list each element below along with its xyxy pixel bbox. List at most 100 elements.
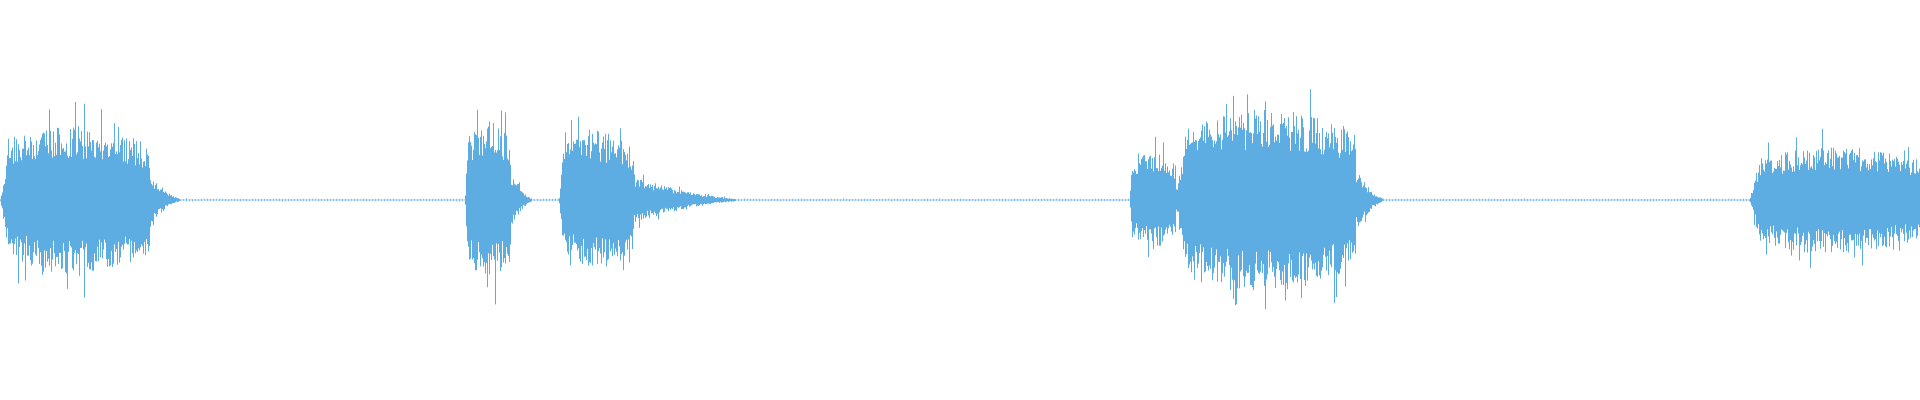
waveform-sample [1138, 153, 1139, 240]
waveform-sample [589, 129, 590, 263]
waveform-sample [1867, 163, 1868, 239]
waveform-sample [1153, 171, 1154, 249]
waveform-sample [1209, 129, 1210, 266]
waveform-sample [709, 195, 710, 204]
waveform-sample [40, 139, 41, 253]
waveform-sample [658, 186, 659, 220]
waveform-sample [1038, 198, 1039, 202]
waveform-sample [74, 129, 75, 253]
waveform-sample [35, 159, 36, 255]
waveform-sample [1239, 117, 1240, 289]
waveform-sample [82, 146, 83, 241]
waveform-sample [1816, 150, 1817, 231]
waveform-sample [306, 199, 307, 202]
waveform-sample [39, 144, 40, 265]
waveform-sample [110, 149, 111, 266]
waveform-sample [1904, 150, 1905, 242]
waveform-sample [1062, 198, 1063, 202]
waveform-sample [366, 198, 367, 202]
waveform-sample [1228, 135, 1229, 257]
waveform-sample [1335, 136, 1336, 271]
waveform-sample [7, 155, 8, 229]
waveform-sample [1189, 144, 1190, 265]
waveform-sample [23, 148, 24, 256]
waveform-sample [28, 147, 29, 256]
waveform-sample [1725, 199, 1726, 202]
waveform-sample [1233, 95, 1234, 299]
waveform-sample [1327, 138, 1328, 256]
waveform-sample [1257, 133, 1258, 271]
waveform-sample [1779, 159, 1780, 244]
waveform-sample [1320, 149, 1321, 279]
waveform-sample [47, 145, 48, 262]
waveform-sample [870, 198, 871, 202]
waveform-sample [198, 199, 199, 202]
waveform-sample [647, 185, 648, 211]
waveform-sample [710, 196, 711, 205]
waveform-sample [642, 182, 643, 214]
waveform-sample [1792, 171, 1793, 242]
waveform-sample [1098, 198, 1099, 202]
waveform-sample [1295, 144, 1296, 278]
waveform-sample [1044, 198, 1045, 201]
waveform-sample [1671, 199, 1672, 202]
waveform-sample [173, 196, 174, 203]
waveform-sample [1737, 199, 1738, 202]
waveform-sample [87, 131, 88, 267]
waveform-sample [504, 132, 505, 259]
waveform-sample [441, 198, 442, 202]
waveform-sample [1677, 198, 1678, 202]
waveform-sample [1308, 150, 1309, 268]
waveform-sample [336, 198, 337, 202]
waveform-sample [1298, 129, 1299, 275]
waveform-sample [146, 148, 147, 239]
waveform-sample [602, 142, 603, 239]
waveform-sample [1223, 116, 1224, 264]
waveform-sample [469, 136, 470, 260]
waveform-sample [1377, 196, 1378, 205]
waveform-sample [50, 130, 51, 249]
waveform-sample [1860, 171, 1861, 249]
waveform-sample [444, 198, 445, 201]
waveform-sample [573, 141, 574, 235]
waveform-sample [429, 198, 430, 202]
waveform-sample [1339, 157, 1340, 274]
waveform-sample [1840, 169, 1841, 250]
waveform-sample [1348, 137, 1349, 261]
waveform-sample [1188, 128, 1189, 269]
waveform-sample [1133, 172, 1134, 232]
waveform-sample [526, 196, 527, 205]
waveform-sample [1313, 118, 1314, 264]
waveform-sample [180, 199, 181, 201]
waveform-sample [780, 199, 781, 202]
waveform-sample [622, 164, 623, 253]
waveform-sample [584, 140, 585, 257]
waveform-sample [837, 199, 838, 201]
waveform-sample [1059, 198, 1060, 202]
waveform-sample [559, 198, 560, 204]
waveform-sample [1014, 198, 1015, 202]
waveform-sample [1277, 134, 1278, 262]
waveform-sample [969, 198, 970, 202]
waveform-sample [1890, 160, 1891, 237]
waveform-sample [475, 134, 476, 271]
waveform-sample [659, 189, 660, 213]
waveform-sample [90, 141, 91, 270]
waveform-sample [708, 194, 709, 204]
waveform-sample [1731, 198, 1732, 201]
waveform-sample [1763, 169, 1764, 240]
waveform-sample [1323, 154, 1324, 255]
waveform-sample [1210, 134, 1211, 269]
waveform-sample [1506, 198, 1507, 202]
waveform-sample [1289, 137, 1290, 255]
waveform-sample [291, 199, 292, 202]
waveform-sample [42, 133, 43, 275]
waveform-sample [1825, 162, 1826, 253]
waveform-sample [161, 189, 162, 213]
waveform-sample [1352, 149, 1353, 253]
waveform-sample [1431, 199, 1432, 202]
waveform-sample [858, 199, 859, 202]
waveform-sample [1204, 126, 1205, 273]
